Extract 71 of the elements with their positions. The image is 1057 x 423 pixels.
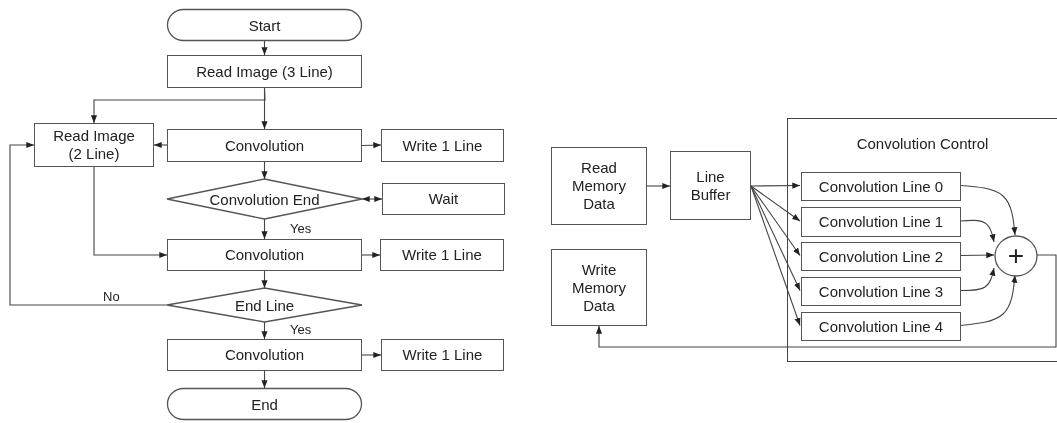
process-box <box>801 277 961 306</box>
arrow <box>9 141 168 306</box>
arrow <box>261 161 268 180</box>
arrow <box>361 251 381 259</box>
node-label: End Line <box>234 296 295 314</box>
arrow <box>153 141 168 149</box>
arrow <box>361 195 383 203</box>
arrow <box>595 254 1057 348</box>
process-box <box>381 129 504 162</box>
node-label: Write 1 Line <box>402 136 483 155</box>
arrow <box>361 142 382 149</box>
node-label: Convolution <box>224 346 305 364</box>
node-label: Convolution Line 4 <box>818 317 944 336</box>
node-label: Write Memory Data <box>570 260 628 315</box>
arrow <box>750 185 801 222</box>
arrow <box>959 267 996 292</box>
node-label: Wait <box>428 190 459 208</box>
arrow <box>93 166 168 259</box>
process-box <box>167 129 362 162</box>
arrow <box>750 185 801 292</box>
summation-circle <box>995 236 1037 276</box>
node-label: Convolution End <box>209 190 320 208</box>
process-box <box>801 242 961 271</box>
node-label: Convolution <box>224 136 305 155</box>
process-box <box>167 239 362 271</box>
process-box <box>551 249 647 326</box>
node-label: Write 1 Line <box>402 346 483 364</box>
process-box <box>801 312 961 341</box>
process-box <box>551 147 647 225</box>
arrow <box>959 184 1018 236</box>
arrow <box>646 182 671 190</box>
process-box <box>167 55 362 88</box>
decision-diamond <box>167 179 362 219</box>
node-label: Read Image (3 Line) <box>196 62 333 81</box>
arrow <box>959 252 995 259</box>
process-box <box>801 172 961 201</box>
arrow <box>750 182 801 189</box>
arrow <box>261 270 268 289</box>
process-box <box>670 151 751 220</box>
node-label: Line Buffer <box>689 167 732 204</box>
process-box <box>380 239 504 271</box>
node-label: Read Memory Data <box>570 159 628 213</box>
process-box <box>381 339 504 371</box>
arrow <box>261 40 268 56</box>
node-label: Convolution <box>224 246 305 264</box>
arrow <box>261 218 268 240</box>
node-label: Convolution Line 0 <box>818 177 944 196</box>
terminal-node <box>167 388 362 420</box>
process-box <box>167 339 362 371</box>
process-box <box>382 183 505 215</box>
arrow <box>261 321 268 340</box>
arrow <box>361 351 382 359</box>
arrow <box>959 219 996 243</box>
process-box <box>34 123 154 167</box>
arrow <box>90 87 266 124</box>
group-title: Convolution Control <box>856 135 989 152</box>
plus-sign: + <box>1007 240 1025 272</box>
arrow <box>261 370 268 389</box>
node-label: End <box>251 395 278 413</box>
arrow <box>750 185 801 257</box>
node-label: Convolution Line 2 <box>818 247 944 266</box>
terminal-node <box>167 9 362 41</box>
node-label: Convolution Line 1 <box>818 213 944 231</box>
node-label: Start <box>248 16 281 34</box>
decision-diamond <box>167 288 362 322</box>
group-container <box>787 118 1057 362</box>
node-label: Convolution Line 3 <box>818 282 944 301</box>
node-label: Read Image (2 Line) <box>52 127 136 163</box>
process-box <box>801 207 961 237</box>
arrow <box>959 274 1018 327</box>
node-label: Write 1 Line <box>402 246 482 264</box>
